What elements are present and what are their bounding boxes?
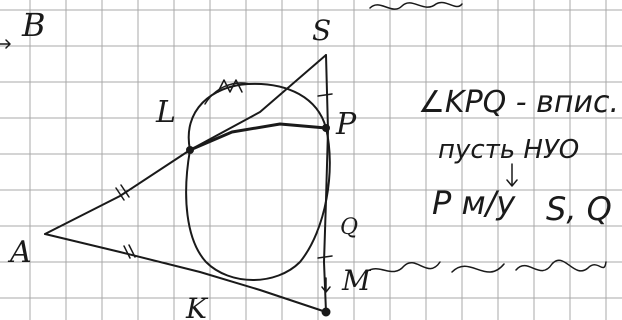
- note-angle-line: ∠KPQ - впис.: [418, 85, 619, 120]
- note-arc-line: пусть НУО: [438, 135, 579, 165]
- note-pm-line: P м/у: [432, 184, 516, 222]
- geometry-figure: [0, 1, 607, 317]
- tick-sp: [317, 93, 333, 97]
- arc-near-l: [204, 82, 251, 105]
- point-bottom-dot: [321, 307, 331, 317]
- tick-double-ak: [123, 244, 136, 259]
- handwritten-notes: ∠KPQ - впис. пусть НУО P м/у S, Q: [418, 85, 619, 228]
- label-k: K: [185, 292, 209, 320]
- squiggle-top: [217, 79, 243, 93]
- chord-l-p: [188, 122, 328, 152]
- segment-a-k: [44, 233, 327, 313]
- top-scribble: [369, 1, 463, 10]
- label-s: S: [312, 14, 331, 47]
- note-sq-line: S, Q: [546, 190, 612, 228]
- tick-double-al: [115, 184, 130, 201]
- arrow-left: [0, 39, 11, 49]
- segment-s-m: [323, 54, 329, 313]
- label-m: M: [341, 264, 372, 297]
- label-p: P: [335, 107, 357, 142]
- label-b: B: [21, 6, 46, 44]
- tick-qm: [317, 255, 333, 259]
- label-a: A: [7, 235, 32, 270]
- bottom-scribble: [365, 259, 607, 273]
- label-l: L: [155, 95, 176, 130]
- label-q: Q: [340, 215, 358, 240]
- point-l-dot: [186, 146, 194, 154]
- vertex-labels: B S L P A K Q M: [7, 6, 372, 320]
- arrow-on-sm: [321, 277, 331, 293]
- point-p-dot: [322, 124, 330, 132]
- inscribed-circle: [185, 82, 331, 281]
- note-arrow: [506, 163, 518, 187]
